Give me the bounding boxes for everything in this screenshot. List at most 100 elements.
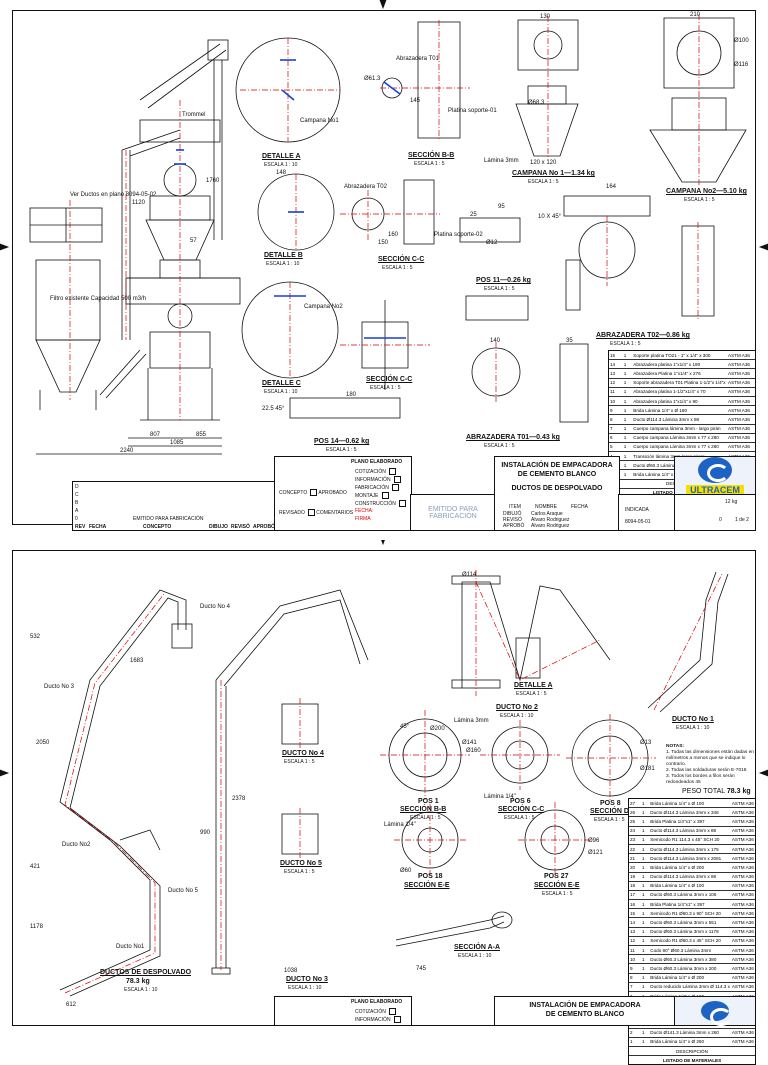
note-1: 1. Todas las dimensiones están dadas en … <box>666 750 754 767</box>
tb-rev: 0 <box>719 517 722 523</box>
dim-612: 612 <box>66 1002 77 1008</box>
rev-row-0: 0 <box>75 516 78 522</box>
bom-cell-desc: Ducto Ø60.3 Lámina 3mm x 106 <box>650 892 717 898</box>
callout-ducto-5: Ducto No 5 <box>168 888 199 894</box>
callout-ducto-3: Ducto No 3 <box>44 684 75 690</box>
dim-116: Ø116 <box>734 62 749 68</box>
tb-sheet: 1 de 2 <box>735 517 749 523</box>
pos-1: POS 1 <box>418 798 439 805</box>
bom-cell-qty: 1 <box>623 389 627 395</box>
bom-cell-pos: 9 <box>630 965 633 971</box>
view-title-ducto-4: DUCTO No 4 <box>282 750 324 757</box>
callout-filtro: Filtro existente Capacidad 500 m3/h <box>50 296 147 302</box>
bom-cell-mat: ASTM A36 <box>731 910 754 916</box>
dim-2240: 2240 <box>120 448 134 454</box>
view-title-ducto-3: DUCTO No 3 <box>286 976 328 983</box>
bom-cell-desc: Semicodo R1 Ø60.3 x 90° SCH 20 <box>650 910 721 916</box>
bom-cell-desc: Cuerpo campana Lámina 3mm x 77 x 280 <box>633 435 719 441</box>
bom-cell-mat: ASTM A36 <box>731 975 754 981</box>
tb-peso: 12 kg <box>725 499 738 505</box>
view-scale-ducto-5: ESCALA 1 : 5 <box>284 869 315 875</box>
view-title-abrazadera-t01: ABRAZADERA T01—0.43 kg <box>466 434 560 441</box>
bom-cell-pos: 11 <box>630 947 635 953</box>
view-scale-seccion-cc-1: ESCALA 1 : 5 <box>382 265 413 271</box>
bom-cell-desc: Brida Platina 1/4"x1" x 397 <box>650 818 705 824</box>
bom-cell-mat: ASTM A36 <box>731 855 754 861</box>
bom-cell-pos: 14 <box>630 920 636 926</box>
bom-cell-qty: 1 <box>641 800 645 806</box>
view-scale-campana-2: ESCALA 1 : 5 <box>684 197 715 203</box>
bom-cell-desc: Semicodo R1 114.3 x 45° SCH 20 <box>650 837 720 843</box>
sheet-2-linework <box>0 540 768 997</box>
tb-escala: INDICADA <box>625 507 649 513</box>
bom-cell-qty: 1 <box>641 901 645 907</box>
view-scale-pos-14: ESCALA 1 : 5 <box>326 447 357 453</box>
view-title-campana-2: CAMPANA No2—5.10 kg <box>666 188 747 195</box>
callout-trommel: Trommel <box>182 112 206 118</box>
bom-cell-mat: ASTM A36 <box>728 426 750 432</box>
callout-campana-2: Campana No2 <box>304 304 343 310</box>
bom-cell-qty: 1 <box>623 444 627 450</box>
bom-cell-mat: ASTM A36 <box>731 1039 754 1045</box>
title-box-2: INSTALACIÓN DE EMPACADORA DE CEMENTO BLA… <box>494 996 676 1026</box>
view-scale-ducto-3: ESCALA 1 : 10 <box>288 985 322 991</box>
view-weight-ductos: 78.3 kg <box>126 978 150 985</box>
bom-cell-qty: 1 <box>641 1030 645 1036</box>
bom-cell-mat: ASTM A36 <box>731 828 754 834</box>
bom-cell-desc: Ducto Ø60.3 Lámina 3mm x 551 <box>650 920 717 926</box>
bom-cell-pos: 10 <box>610 398 616 404</box>
bom-cell-pos: 16 <box>630 901 636 907</box>
bom-cell-qty: 1 <box>641 883 645 889</box>
view-title-detalle-a: DETALLE A <box>262 153 301 160</box>
bom-cell-mat: ASTM A36 <box>731 901 754 907</box>
bom-cell-desc: Ducto Ø114.3 Lámina 3mm x 346 <box>650 809 719 815</box>
status-fabricacion: FABRICACIÓN <box>355 484 399 491</box>
dim-421: 421 <box>30 864 41 870</box>
logo-2 <box>674 996 756 1026</box>
status-cotizacion-2: COTIZACIÓN <box>355 1008 396 1015</box>
bom-cell-desc: Cuerpo campana lámina 3mm - largo pirán <box>633 426 721 432</box>
bom-cell-qty: 1 <box>641 828 645 834</box>
approve-b: REVISADO COMENTARIOS <box>279 509 354 516</box>
view-scale-abrazadera-t02: ESCALA 1 : 5 <box>610 341 641 347</box>
bom-cell-qty: 1 <box>623 361 627 367</box>
sheet-1-linework <box>0 0 768 455</box>
bom-cell-mat: ASTM A36 <box>731 800 754 806</box>
bom-desc-header: DESCRIPCIÓN <box>629 1047 755 1057</box>
drawing-info-box: INDICADA 8094-05-01 <box>618 494 676 531</box>
bom-cell-mat: ASTM A36 <box>728 361 750 367</box>
bom-cell-mat: ASTM A36 <box>731 947 754 953</box>
bom-cell-qty: 1 <box>641 864 645 870</box>
rev-col-concepto: CONCEPTO <box>143 524 172 530</box>
bom-cell-mat: ASTM A36 <box>731 874 754 880</box>
bom-cell-pos: 8 <box>630 975 633 981</box>
callout-lamina: Lámina 3mm <box>454 718 489 724</box>
tb-aprobo-name: Alvaro Rodriguez <box>531 523 570 529</box>
status-informacion: INFORMACIÓN <box>355 476 401 483</box>
bom-cell-qty: 1 <box>623 380 627 386</box>
status-montaje: MONTAJE <box>355 492 389 499</box>
sec-dd-scale: ESCALA 1 : 5 <box>594 817 625 823</box>
bom-cell-desc: Brida Lámina 1/4" x Ø 180 <box>633 407 688 413</box>
bom-title: LISTADO DE MATERIALES <box>662 1057 722 1063</box>
callout-ducto-2: Ducto No2 <box>62 842 91 848</box>
notes-title: NOTAS: <box>666 744 685 749</box>
bom-cell-mat: ASTM A36 <box>731 929 754 935</box>
dim-160: Ø160 <box>466 748 481 754</box>
note-3: 3. Todos los bordes a filos serán redond… <box>666 774 735 785</box>
bom-cell-mat: ASTM A36 <box>728 407 750 413</box>
dim-1683: 1683 <box>130 658 144 664</box>
view-title-ducto-5: DUCTO No 5 <box>280 860 322 867</box>
bom-cell-mat: ASTM A36 <box>728 352 750 358</box>
view-scale-abrazadera-t01: ESCALA 1 : 5 <box>484 443 515 449</box>
view-title-ducto-1: DUCTO No 1 <box>672 716 714 723</box>
callout-platina-2: Platina soporte-02 <box>434 232 483 238</box>
bom-cell-desc: Ducto Ø114.3 Lámina 3mm x 2081 <box>650 855 722 861</box>
bom-cell-pos: 10 <box>630 956 636 962</box>
dim-145: 145 <box>410 98 421 104</box>
